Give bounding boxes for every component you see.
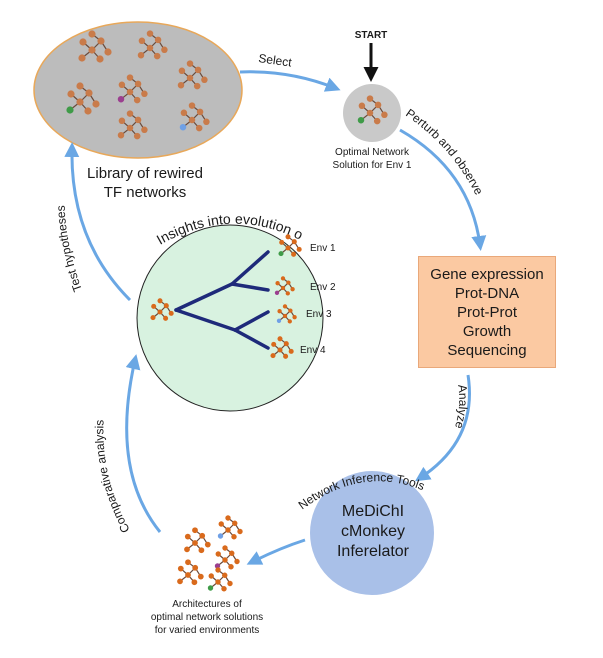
architecture-network-5 bbox=[207, 567, 233, 592]
test-hypotheses-arrow bbox=[64, 142, 132, 302]
measurement-gene-expression: Gene expression bbox=[430, 265, 544, 283]
architectures-line3: for varied environments bbox=[155, 625, 260, 636]
env-1-network bbox=[278, 234, 302, 257]
insight-networks bbox=[150, 234, 302, 359]
env-3-label: Env 3 bbox=[306, 309, 332, 320]
library-network-1 bbox=[78, 30, 112, 63]
library-network-6 bbox=[117, 110, 148, 140]
insights-circle bbox=[136, 224, 324, 412]
perturb-arrow bbox=[399, 128, 487, 251]
perturb-label: Perturb and observe bbox=[403, 106, 486, 197]
library-ellipse bbox=[33, 21, 243, 159]
architecture-network-2 bbox=[217, 515, 243, 540]
library-label-line1: Library of rewired bbox=[87, 165, 203, 182]
library-network-3 bbox=[177, 60, 208, 90]
tools-list: MeDiChI cMonkey Inferelator bbox=[308, 487, 438, 577]
measurement-sequencing: Sequencing bbox=[447, 341, 527, 359]
comparative-arrow bbox=[125, 354, 162, 533]
library-networks bbox=[66, 30, 210, 140]
tool-cmonkey: cMonkey bbox=[340, 523, 406, 540]
optimal-network-glyph bbox=[357, 95, 388, 125]
library-network-2 bbox=[137, 30, 168, 60]
architectures-line2: optimal network solutions bbox=[151, 612, 263, 623]
measurement-growth: Growth bbox=[462, 322, 512, 340]
optimal-label-line1: Optimal Network bbox=[335, 147, 410, 158]
select-arrow bbox=[239, 70, 341, 92]
select-label: Select bbox=[258, 51, 294, 70]
env-2-network bbox=[274, 276, 295, 296]
tool-medichi: MeDiChI bbox=[341, 503, 405, 520]
env-3-network bbox=[276, 304, 297, 324]
architecture-network-1 bbox=[184, 527, 211, 554]
measurement-prot-prot: Prot-Prot bbox=[456, 303, 517, 321]
env-4-label: Env 4 bbox=[300, 345, 326, 356]
start-label: START bbox=[355, 30, 388, 41]
optimal-network bbox=[357, 95, 388, 125]
architecture-network-4 bbox=[214, 545, 240, 570]
phylogenetic-tree bbox=[174, 250, 270, 350]
library-label-line2: TF networks bbox=[104, 184, 187, 201]
library-network-4 bbox=[66, 82, 100, 115]
tools-circle bbox=[310, 471, 434, 595]
env-1-label: Env 1 bbox=[310, 243, 336, 254]
tool-inferelator: Inferelator bbox=[336, 543, 410, 560]
analyze-arrow bbox=[414, 374, 471, 482]
optimal-label-line2: Solution for Env 1 bbox=[333, 160, 412, 171]
env-2-label: Env 2 bbox=[310, 282, 336, 293]
tools-to-architectures-arrow bbox=[246, 538, 306, 565]
measurement-prot-dna: Prot-DNA bbox=[454, 284, 520, 302]
architectures-line1: Architectures of bbox=[172, 599, 242, 610]
library-network-7 bbox=[179, 102, 210, 132]
library-network-5 bbox=[117, 74, 148, 104]
architecture-network-3 bbox=[177, 559, 204, 586]
insight-root-network bbox=[150, 298, 174, 321]
measurements-box: Gene expression Prot-DNA Prot-Prot Growt… bbox=[418, 256, 556, 368]
analyze-label: Analyze bbox=[452, 384, 470, 431]
env-4-network bbox=[270, 336, 294, 359]
architectures-networks bbox=[177, 515, 243, 592]
